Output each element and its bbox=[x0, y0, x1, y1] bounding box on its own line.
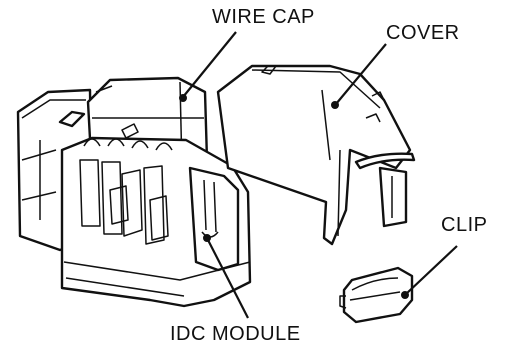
leader-cover bbox=[331, 43, 387, 109]
cover bbox=[216, 64, 416, 246]
leader-clip bbox=[401, 245, 458, 299]
label-clip: CLIP bbox=[441, 214, 488, 236]
leader-idc-module bbox=[203, 234, 249, 319]
label-cover: COVER bbox=[386, 22, 460, 44]
label-idc-module: IDC MODULE bbox=[170, 323, 301, 345]
label-wire-cap: WIRE CAP bbox=[212, 6, 315, 28]
idc-module bbox=[60, 136, 252, 308]
clip-part bbox=[339, 266, 414, 324]
leader-wire-cap bbox=[179, 31, 237, 102]
